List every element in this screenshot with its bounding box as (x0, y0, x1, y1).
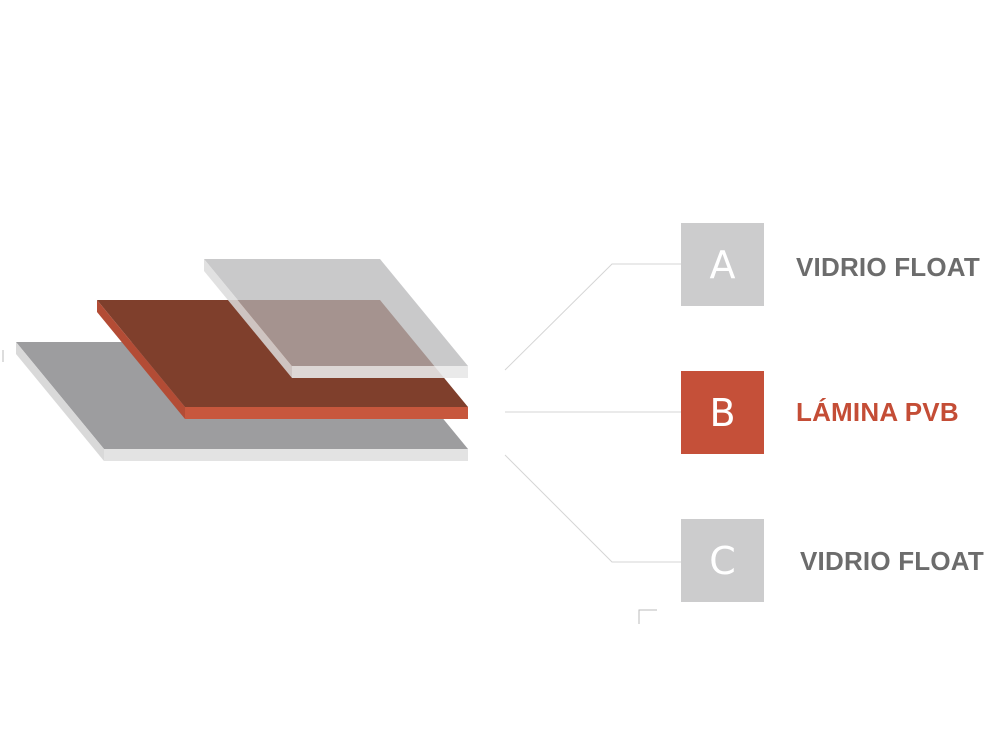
layer-b-label: LÁMINA PVB (796, 397, 959, 427)
stray-mark-bottom (638, 609, 657, 624)
layer-c-label: VIDRIO FLOAT (800, 546, 984, 576)
pvb-front-edge (185, 407, 468, 419)
bottom-glass-side-edge (16, 342, 104, 461)
layer-c-badge: C (681, 519, 764, 602)
layer-b-badge: B (681, 371, 764, 454)
top-glass-side-edge (204, 259, 292, 378)
connector-a (504, 263, 681, 371)
layer-b-letter: B (709, 390, 736, 435)
connector-lines (504, 263, 681, 563)
layer-a-letter: A (709, 242, 736, 287)
top-glass-sheet (204, 259, 468, 378)
top-glass-front-edge (292, 366, 468, 378)
layer-a-badge: A (681, 223, 764, 306)
layer-a-label: VIDRIO FLOAT (796, 252, 980, 282)
connector-c (504, 454, 681, 563)
bottom-glass-front-edge (104, 449, 468, 461)
layer-c-letter: C (709, 538, 736, 583)
pvb-side-edge (97, 300, 185, 419)
